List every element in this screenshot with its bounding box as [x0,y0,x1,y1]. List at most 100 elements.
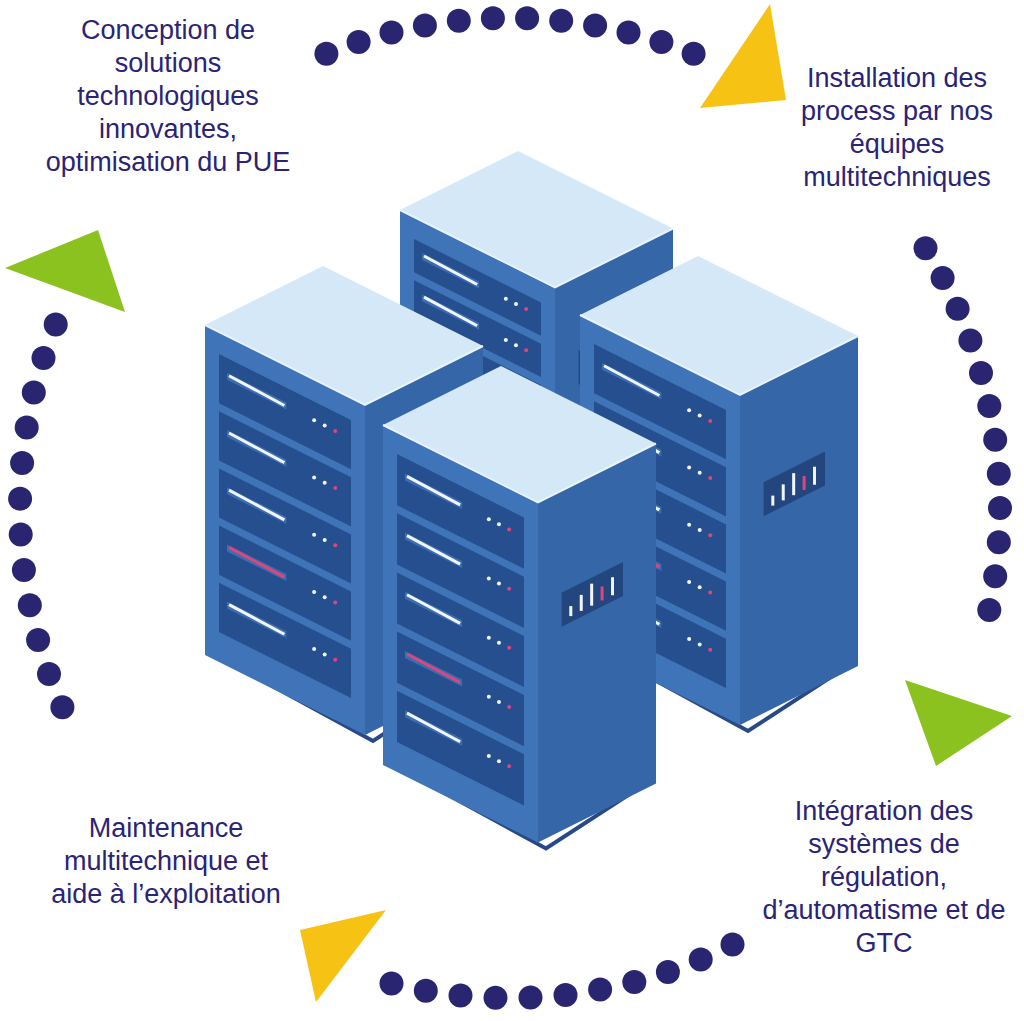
cycle-dot [314,42,338,66]
rack-led [229,490,284,520]
rack-led [312,418,316,422]
rack-led [687,466,691,470]
cycle-dot [983,564,1007,588]
rack-led [507,705,511,709]
cycle-dot [554,983,578,1007]
rack-led [497,522,501,526]
cycle-dot [380,971,404,995]
rack-led [687,580,691,584]
cycle-dot [515,6,539,30]
cycle-dot [622,970,646,994]
stage-label: Maintenance multitechnique et aide à l’e… [46,812,286,911]
stage-label-holder: Installation des process par nos équipes… [780,62,1015,194]
rack-led [487,754,491,758]
rack-part [400,151,673,288]
cycle-dot [22,381,46,405]
cycle-dot [983,428,1007,452]
cycle-dot [32,346,56,370]
cycle-dot [958,328,982,352]
cycle-dot [15,416,39,440]
rack-led [698,471,702,475]
cycle-dot [682,42,706,66]
cycle-dot [44,312,68,336]
rack-led [229,547,284,577]
cycle-dot [931,266,955,290]
rack-led [507,527,511,531]
rack-part [227,487,286,524]
rack-led [497,641,501,645]
rack-bar [803,476,806,490]
rack-led [514,343,518,347]
rack-led [333,600,337,604]
rack-led [229,376,284,406]
rack-bar [569,606,572,616]
rack-bar [580,595,583,611]
cycle-dot [10,451,34,475]
cycle-dot [977,598,1001,622]
rack-part [219,583,351,698]
cycle-dot [37,662,61,686]
cycle-dot [484,986,508,1010]
rack-led [504,338,508,342]
rack-bar [611,577,614,595]
rack-led [407,713,460,742]
rack-part [405,710,462,746]
rack-led [698,642,702,646]
rack-led [487,517,491,521]
rack-led [312,476,316,480]
rack-led [323,652,327,656]
rack-bar [782,484,785,500]
cycle-dot [12,558,36,582]
server-rack [383,366,656,849]
rack-led [424,256,477,285]
rack-led [687,637,691,641]
rack-led [407,476,460,505]
rack-led [698,528,702,532]
cycle-dot [519,986,543,1010]
cycle-dot [914,236,938,260]
stage-label: Conception de solutions technologiques i… [43,14,293,179]
stage-label-holder: Maintenance multitechnique et aide à l’e… [46,812,286,911]
rack-led [497,582,501,586]
rack-led [708,419,712,423]
rack-bar [792,473,795,495]
cycle-dot [50,695,74,719]
rack-part [740,336,858,725]
rack-led [497,759,501,763]
rack-part [205,266,483,405]
rack-part [227,373,286,410]
rack-bar [771,496,774,506]
cycle-dot [987,462,1011,486]
cycle-dot [449,984,473,1008]
cycle-dot [988,496,1012,520]
rack-bar [813,467,816,485]
rack-led [687,408,691,412]
cycle-arrow [905,680,1012,766]
cycle-dot [588,978,612,1002]
cycle-dot [969,361,993,385]
cycle-dot [26,628,50,652]
stage-label-holder: Conception de solutions technologiques i… [43,14,293,179]
rack-led [323,481,327,485]
rack-led [487,576,491,580]
cycle-dot [447,9,471,33]
rack-led [524,348,528,352]
rack-part [227,544,286,581]
rack-display [562,562,623,627]
rack-led [323,595,327,599]
rack-bar [601,586,604,600]
rack-display [764,452,825,517]
rack-part [602,363,661,400]
rack-led [507,646,511,650]
cycle-arrow [700,4,786,108]
rack-led [504,297,508,301]
cycle-dot [689,947,713,971]
cycle-dot [946,297,970,321]
cycle-dot [583,13,607,37]
cycle-dot [721,933,745,957]
cycle-dot [414,979,438,1003]
rack-part [422,253,479,289]
rack-led [698,585,702,589]
rack-led [487,695,491,699]
cycle-dot [8,487,32,511]
